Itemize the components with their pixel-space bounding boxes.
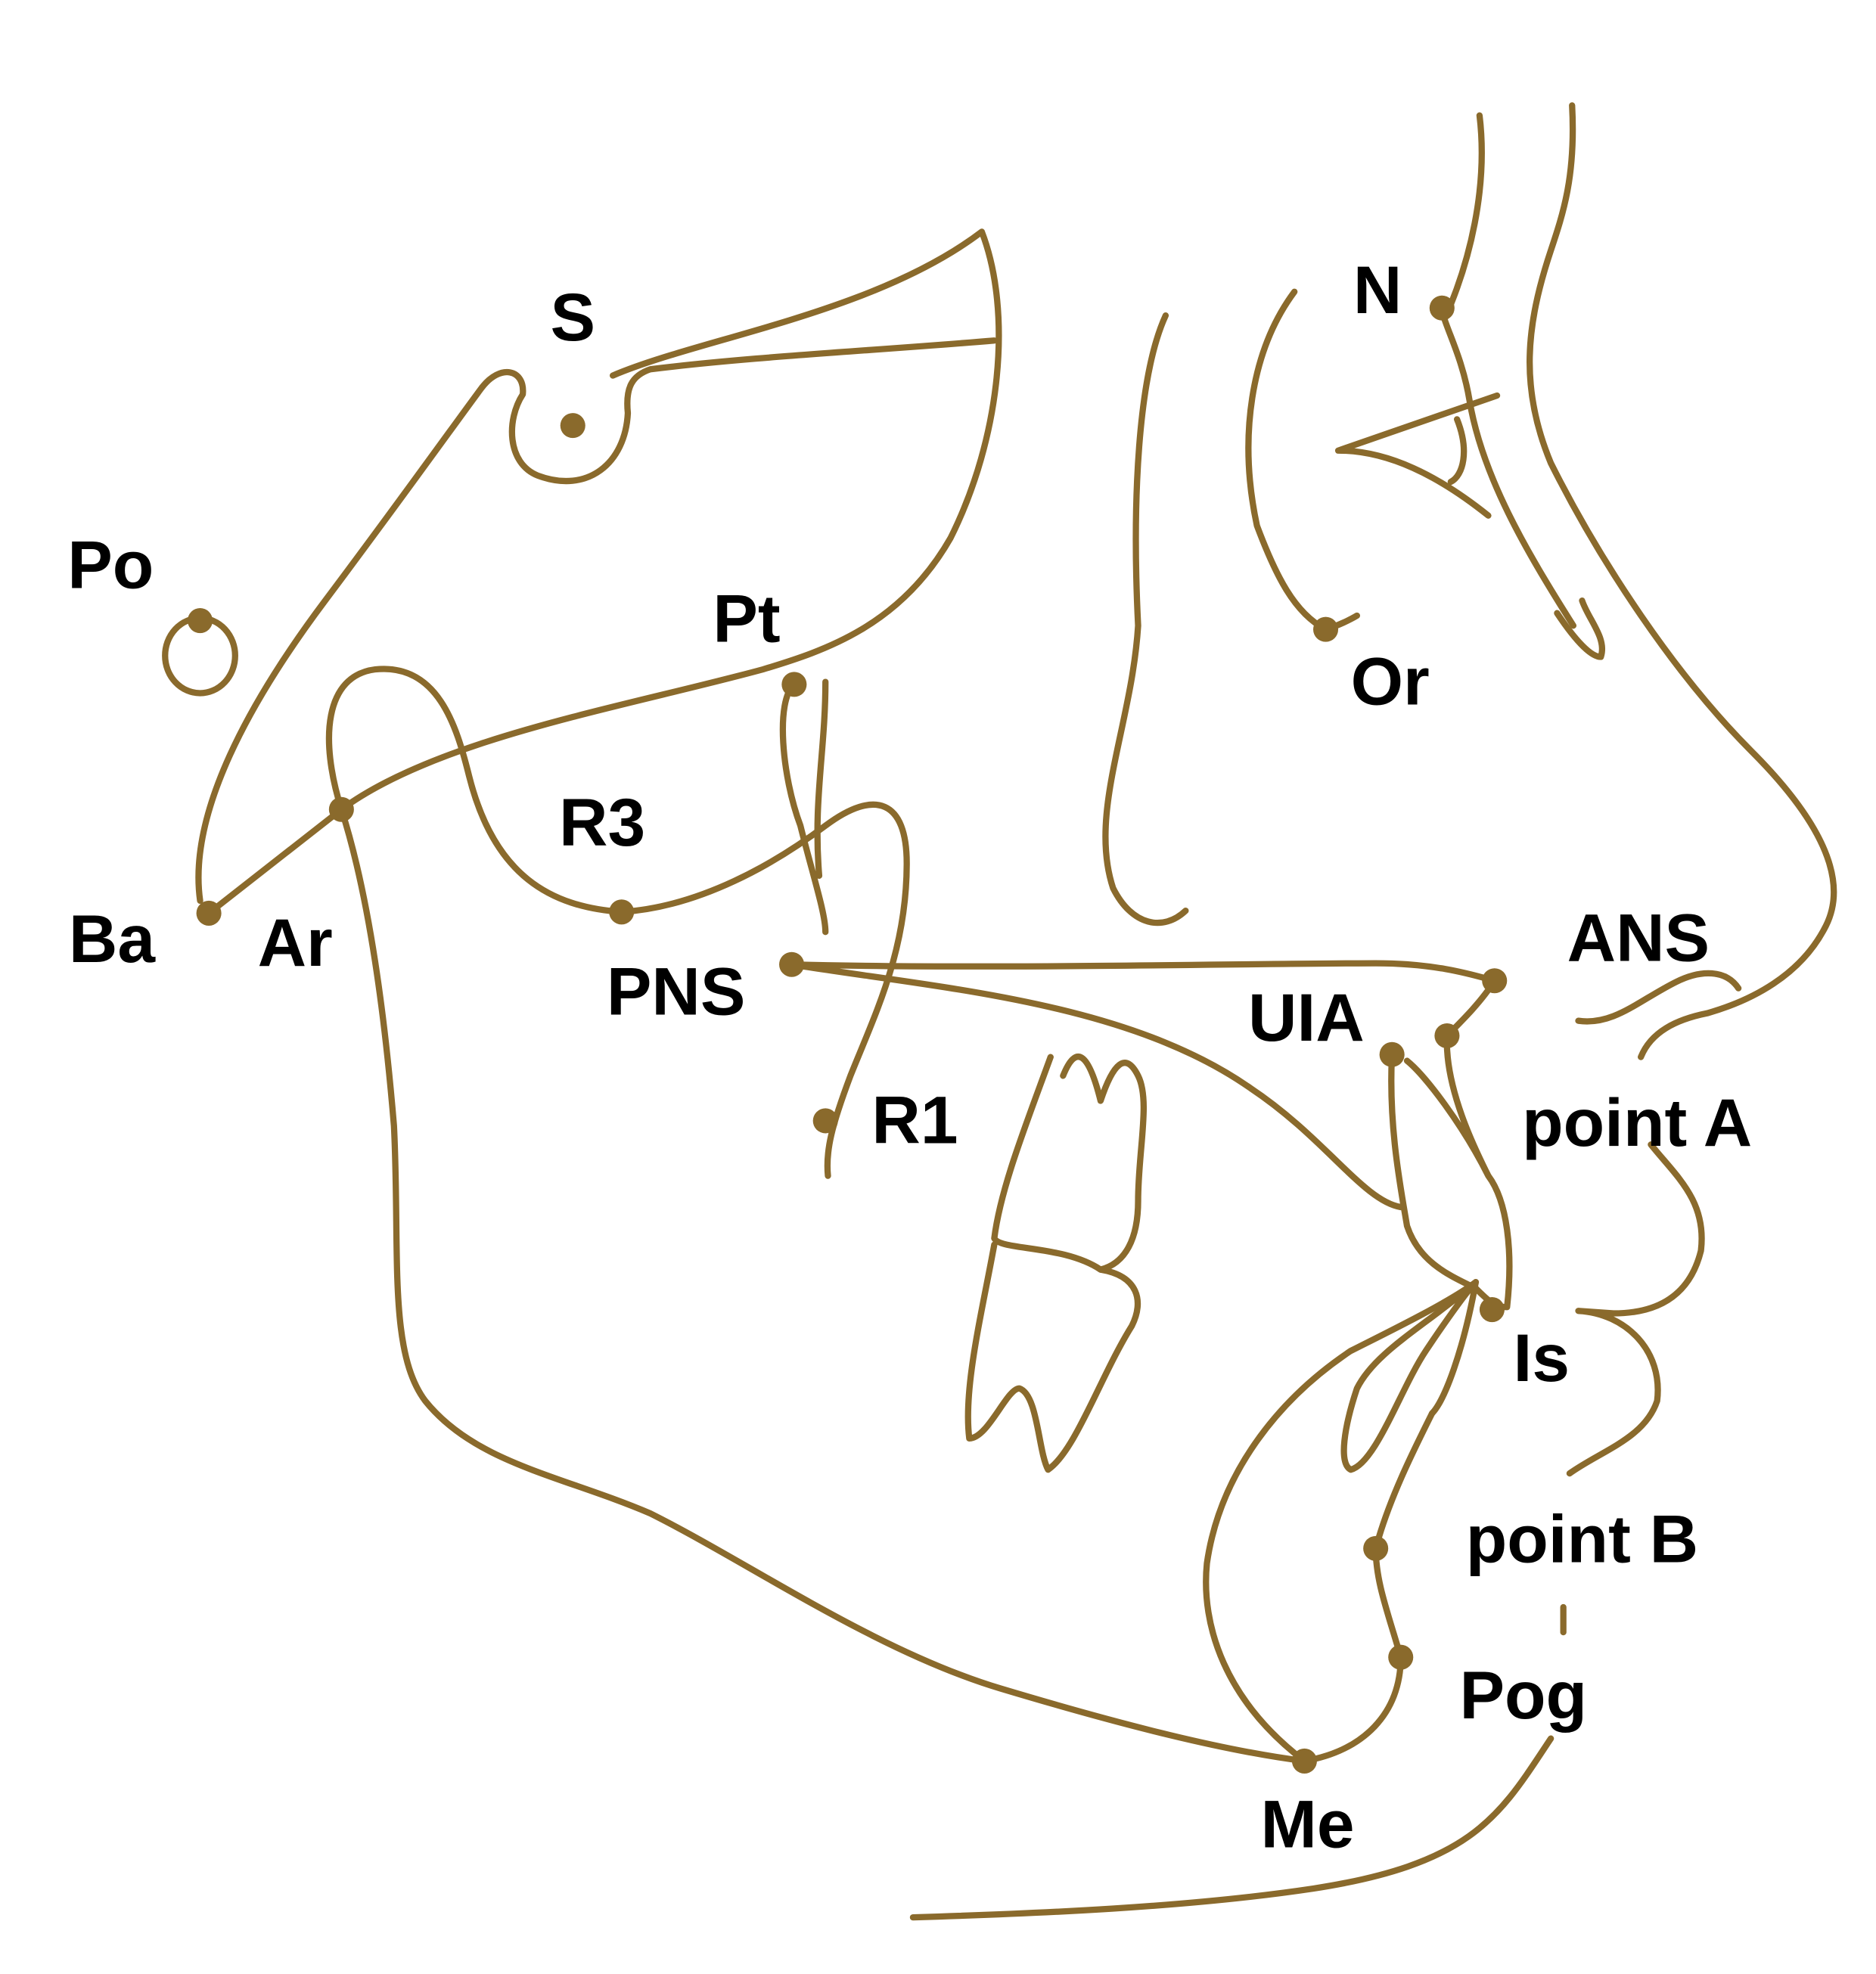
nasal-bone — [1441, 112, 1577, 629]
soft-tissue-nose — [1527, 102, 1837, 1060]
pterygomaxillary-fissure — [779, 678, 829, 936]
landmark-dot-me — [1291, 1748, 1317, 1774]
mandible — [338, 806, 1308, 1764]
palatal-plane — [788, 960, 1498, 1211]
label-r1: R1 — [871, 1082, 958, 1158]
ans-curve — [1575, 970, 1742, 1025]
landmark-dot-r3 — [609, 899, 635, 925]
landmark-dot-or — [1313, 616, 1339, 642]
nasal-oval — [1554, 597, 1605, 660]
anterior-cranial-line — [205, 228, 1002, 917]
landmark-dot-pog — [1388, 1644, 1414, 1670]
label-pog: Pog — [1459, 1657, 1587, 1733]
orbit — [1245, 288, 1360, 633]
label-n: N — [1353, 252, 1402, 327]
pharynx-line — [1102, 312, 1189, 926]
label-s: S — [550, 279, 595, 355]
label-ans: ANS — [1567, 899, 1710, 975]
landmark-dot-point-b — [1363, 1535, 1389, 1561]
label-point-a: point A — [1522, 1085, 1752, 1160]
landmark-dot-ba — [196, 900, 222, 926]
cranial-base — [195, 337, 998, 905]
label-ba: Ba — [69, 901, 156, 976]
landmark-dot-uia — [1379, 1041, 1405, 1067]
label-uia: UIA — [1248, 979, 1365, 1055]
label-is: Is — [1514, 1320, 1570, 1395]
label-or: Or — [1351, 643, 1430, 719]
label-po: Po — [67, 527, 154, 603]
label-pns: PNS — [607, 953, 746, 1029]
orbital-triangle — [1334, 392, 1501, 519]
landmark-dot-r1 — [812, 1108, 838, 1134]
landmark-dot-point-a — [1434, 1023, 1460, 1049]
tracing-lines — [162, 102, 1837, 1921]
landmark-dot-is — [1479, 1297, 1505, 1323]
landmark-labels: S N Po Pt Or R3 Ba Ar PNS ANS UIA R1 poi… — [67, 252, 1752, 1862]
condyle-ramus — [325, 666, 910, 1179]
upper-molar — [991, 1054, 1147, 1273]
label-point-b: point B — [1466, 1501, 1698, 1577]
lower-molar — [964, 1241, 1141, 1473]
label-me: Me — [1261, 1786, 1355, 1861]
landmark-dot-po — [188, 608, 213, 634]
label-pt: Pt — [713, 581, 780, 656]
lower-incisor — [1340, 1279, 1480, 1473]
landmark-dots — [188, 295, 1508, 1774]
landmark-dot-pns — [779, 951, 805, 977]
soft-tissue-lips — [1566, 1141, 1705, 1477]
symphysis — [1203, 1279, 1480, 1764]
landmark-dot-pt — [781, 672, 807, 697]
label-r3: R3 — [559, 784, 645, 860]
landmark-dot-n — [1429, 295, 1455, 321]
landmark-dot-s — [560, 413, 585, 439]
landmark-dot-ans — [1482, 968, 1508, 994]
label-ar: Ar — [258, 905, 333, 980]
soft-tissue-chin — [909, 1735, 1555, 1921]
landmark-dot-ar — [328, 796, 354, 822]
